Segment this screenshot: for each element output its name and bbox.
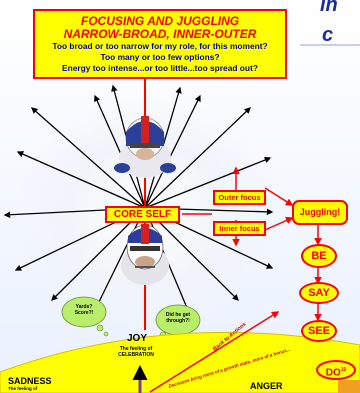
outer-focus-box: Outer focus bbox=[213, 190, 266, 205]
arrow bbox=[31, 107, 146, 209]
corner-text-1: in bbox=[320, 0, 338, 16]
sadness-sub: The feeling of bbox=[8, 386, 38, 391]
orange-accent bbox=[338, 380, 360, 393]
arrow bbox=[144, 156, 272, 209]
inner-to-juggling bbox=[264, 217, 294, 231]
juggling-box: Juggling! bbox=[292, 200, 348, 225]
step-be: BE bbox=[301, 244, 337, 268]
joy-sub: The feeling of CELEBRATION bbox=[108, 346, 164, 358]
inner-focus-box: Inner focus bbox=[213, 221, 266, 236]
cloud-right-line2: through?! bbox=[166, 318, 190, 324]
arrow bbox=[144, 207, 239, 301]
core-self-box: CORE SELF bbox=[105, 206, 180, 223]
arrow bbox=[16, 151, 146, 209]
question-2: Too many or too few options? bbox=[100, 52, 220, 62]
sadness-label: SADNESS bbox=[8, 376, 52, 386]
outer-to-juggling bbox=[264, 187, 294, 206]
corner-text-2: c bbox=[322, 24, 334, 46]
title-line2: NARROW-BROAD, INNER-OUTER bbox=[63, 27, 257, 41]
outer-self-figure bbox=[114, 116, 176, 178]
cloud-left-line2: Score?! bbox=[74, 310, 94, 316]
emotion-dome bbox=[0, 331, 360, 393]
step-say: SAY bbox=[299, 282, 339, 304]
thought-cloud-left bbox=[61, 296, 109, 337]
cloud-left-line1: Yards? bbox=[75, 304, 93, 310]
arrow bbox=[144, 107, 251, 209]
step-do-sup: 10 bbox=[340, 367, 347, 373]
arrow bbox=[51, 207, 146, 301]
arrow bbox=[144, 94, 201, 209]
inner-self-figure bbox=[121, 224, 169, 285]
arrow bbox=[94, 94, 146, 209]
cloud-right-text: Did he get through?! bbox=[158, 312, 198, 324]
step-do: DO10 bbox=[316, 360, 356, 380]
cloud-left-text: Yards? Score?! bbox=[66, 304, 102, 316]
step-do-label: DO bbox=[325, 367, 341, 379]
title-box: FOCUSING AND JUGGLING NARROW-BROAD, INNE… bbox=[33, 9, 287, 79]
arrow bbox=[94, 207, 146, 312]
title-line1: FOCUSING AND JUGGLING bbox=[80, 14, 240, 28]
anger-label: ANGER bbox=[250, 381, 283, 391]
joy-sub-line1: The feeling of bbox=[119, 346, 153, 352]
back-to-actions-arrow bbox=[149, 311, 280, 393]
step-see: SEE bbox=[301, 320, 337, 342]
cloud-right-line1: Did he get bbox=[165, 312, 191, 318]
question-1: Too broad or too narrow for my role, for… bbox=[52, 41, 268, 51]
joy-sub-line2: CELEBRATION bbox=[118, 352, 154, 358]
question-3: Energy too intense...or too little...too… bbox=[62, 63, 258, 73]
joy-label: JOY bbox=[127, 333, 148, 344]
